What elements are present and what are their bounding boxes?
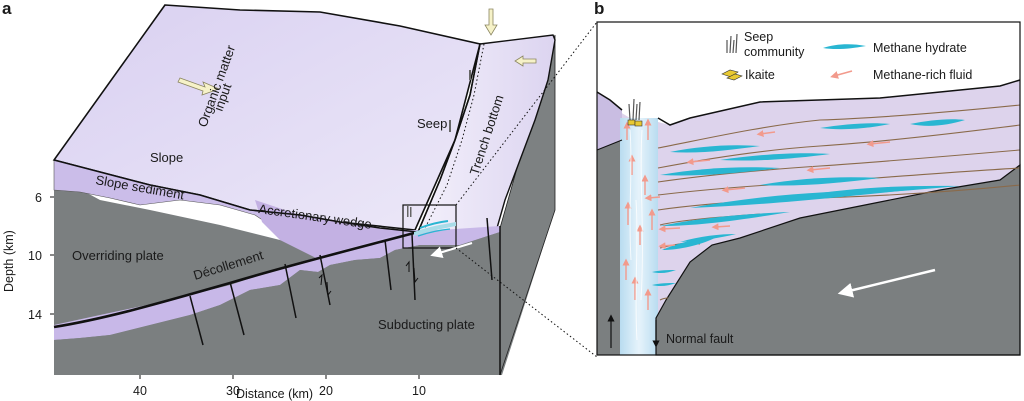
seep-column-streaks (629, 129, 643, 341)
legend-seep-community: Seep community (726, 30, 805, 59)
legend-methane-hydrate: Methane hydrate (823, 41, 967, 55)
y-tick-14: 14 (28, 308, 42, 322)
x-tick-10: 10 (412, 384, 426, 398)
subducted-sediment (54, 226, 500, 340)
panel-b-left-boundary (596, 139, 623, 151)
slope-label: Slope (150, 150, 183, 165)
panel-a: a (2, 0, 598, 401)
panel-b-left-slope (597, 92, 622, 150)
vertical-fluid-arrows (622, 118, 656, 310)
legend-seep-line2: community (744, 45, 805, 59)
box-hydrates (414, 220, 456, 237)
y-tick-10: 10 (28, 249, 42, 263)
subduction-arrow (430, 242, 473, 258)
seep-label: Seep (417, 116, 447, 131)
x-tick-20: 20 (319, 384, 333, 398)
y-tick-6: 6 (35, 191, 42, 205)
panel-b-left-plate (597, 140, 622, 355)
seep-community-b (628, 98, 641, 121)
seep-fluid-column (620, 118, 658, 355)
panel-b-subduction-arrow (837, 268, 936, 298)
fault-motion-arrows (318, 260, 419, 297)
seep-community-icon (726, 33, 738, 54)
legend-methane-rich-fluid-label: Methane-rich fluid (873, 68, 972, 82)
seep-icons (407, 70, 471, 217)
panel-b-frame (596, 21, 1021, 356)
x-axis-label: Distance (km) (236, 387, 313, 401)
trench-fault-line (417, 43, 481, 233)
panel-a-letter: a (2, 0, 12, 18)
x-tick-40: 40 (133, 384, 147, 398)
subducting-plate-label: Subducting plate (378, 317, 475, 332)
legend: Seep community Methane hydrate Ikaite Me… (721, 30, 972, 82)
seafloor-line (53, 159, 419, 233)
panel-b: b (594, 0, 1021, 356)
x-axis: 40 30 20 10 Distance (km) (133, 375, 426, 401)
panel-b-letter: b (594, 0, 604, 18)
ikaite-b (627, 119, 643, 127)
legend-ikaite: Ikaite (721, 68, 775, 82)
x-tick-30: 30 (226, 384, 240, 398)
down-arrow-top (484, 8, 498, 36)
left-arrow-trench (514, 55, 537, 67)
organic-input-arrow (177, 77, 221, 96)
methane-hydrate-icon (823, 44, 866, 50)
lateral-fluid-arrows (644, 130, 891, 250)
overriding-plate-label: Overriding plate (72, 248, 164, 263)
zoom-leader-top (455, 21, 598, 206)
y-axis: 6 10 14 Depth (km) (2, 191, 54, 322)
legend-methane-hydrate-label: Methane hydrate (873, 41, 967, 55)
legend-methane-rich-fluid: Methane-rich fluid (830, 68, 972, 82)
normal-faults (189, 217, 501, 375)
legend-seep-line1: Seep (744, 30, 773, 44)
panel-b-seafloor (596, 79, 1021, 126)
zoom-leader-bottom (455, 247, 598, 358)
zoom-box (402, 204, 457, 249)
methane-hydrates (652, 119, 965, 287)
normal-fault-label: Normal fault (666, 332, 734, 346)
methane-rich-fluid-icon (830, 70, 853, 79)
y-axis-label: Depth (km) (2, 230, 16, 292)
legend-ikaite-label: Ikaite (745, 68, 775, 82)
ikaite-icon (721, 69, 743, 81)
